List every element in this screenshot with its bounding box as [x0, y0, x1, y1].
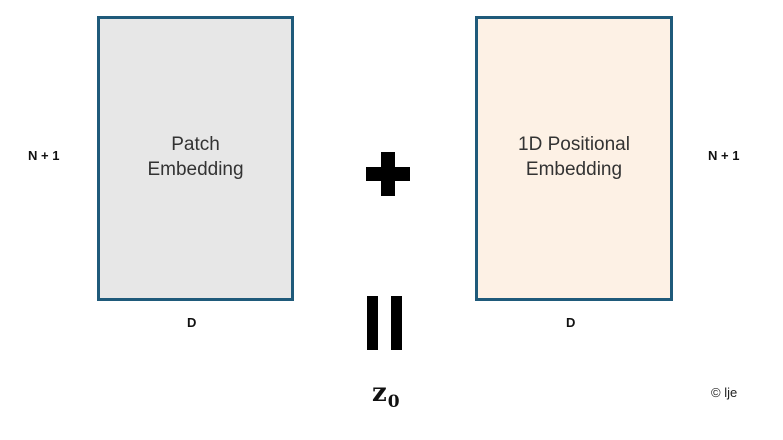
right-column-dimension-label: D: [566, 315, 576, 330]
plus-sign-icon: [366, 152, 410, 201]
equals-sign-icon: [367, 296, 403, 355]
z0-result-label: z0: [372, 378, 400, 412]
right-row-dimension-label: N + 1: [708, 148, 740, 163]
left-column-dimension-label: D: [187, 315, 197, 330]
z-symbol: z: [372, 378, 387, 408]
copyright-notice: © lje: [711, 385, 738, 400]
z-subscript: 0: [387, 392, 400, 412]
positional-embedding-label: 1D Positional Embedding: [518, 133, 630, 180]
left-row-dimension-label: N + 1: [28, 148, 60, 163]
positional-embedding-box: 1D Positional Embedding: [475, 16, 673, 301]
patch-embedding-label: Patch Embedding: [147, 133, 244, 180]
patch-embedding-box: Patch Embedding: [97, 16, 294, 301]
